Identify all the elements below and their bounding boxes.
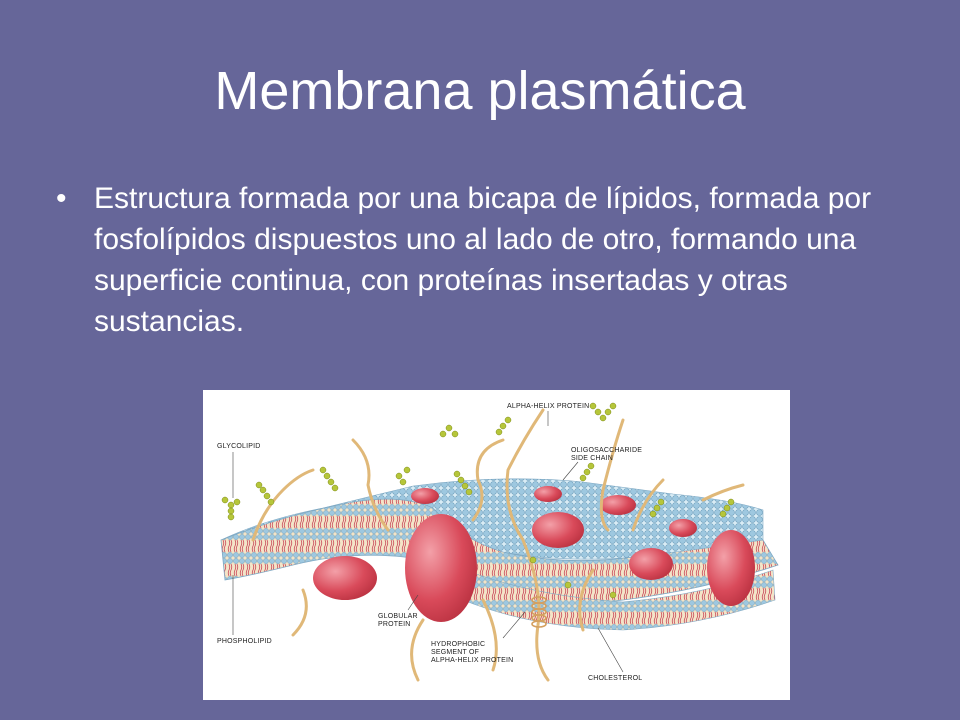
slide-title: Membrana plasmática <box>214 61 746 121</box>
globular-protein <box>669 519 697 537</box>
oligosaccharide-chains <box>221 402 735 599</box>
label-alpha-helix-protein: ALPHA-HELIX PROTEIN <box>507 403 589 410</box>
membrane-diagram: ALPHA-HELIX PROTEIN GLYCOLIPID OLIGOSACC… <box>203 390 790 700</box>
globular-protein <box>534 486 562 502</box>
label-side-chain: SIDE CHAIN <box>571 455 613 462</box>
label-cholesterol: CHOLESTEROL <box>588 675 642 682</box>
label-hydrophobic: HYDROPHOBIC <box>431 641 485 648</box>
label-protein: PROTEIN <box>378 621 411 628</box>
globular-protein <box>313 556 377 600</box>
label-glycolipid: GLYCOLIPID <box>217 443 261 450</box>
globular-protein <box>532 512 584 548</box>
label-oligosaccharide: OLIGOSACCHARIDE <box>571 447 642 454</box>
globular-protein <box>629 548 673 580</box>
membrane-illustration: ALPHA-HELIX PROTEIN GLYCOLIPID OLIGOSACC… <box>217 402 779 682</box>
globular-protein <box>707 530 755 606</box>
label-leader-lines <box>232 411 624 673</box>
label-phospholipid: PHOSPHOLIPID <box>217 638 272 645</box>
alpha-helix-ribbons <box>251 408 745 682</box>
label-globular: GLOBULAR <box>378 613 418 620</box>
label-segment-of: SEGMENT OF <box>431 649 479 656</box>
globular-protein <box>600 495 636 515</box>
globular-protein <box>411 488 439 504</box>
bullet-text: Estructura formada por una bicapa de líp… <box>94 182 872 338</box>
globular-protein <box>405 514 477 622</box>
hydrophobic-coil <box>531 596 547 628</box>
bullet-marker: • <box>56 182 67 215</box>
label-alpha-helix-protein-2: ALPHA-HELIX PROTEIN <box>431 657 513 664</box>
